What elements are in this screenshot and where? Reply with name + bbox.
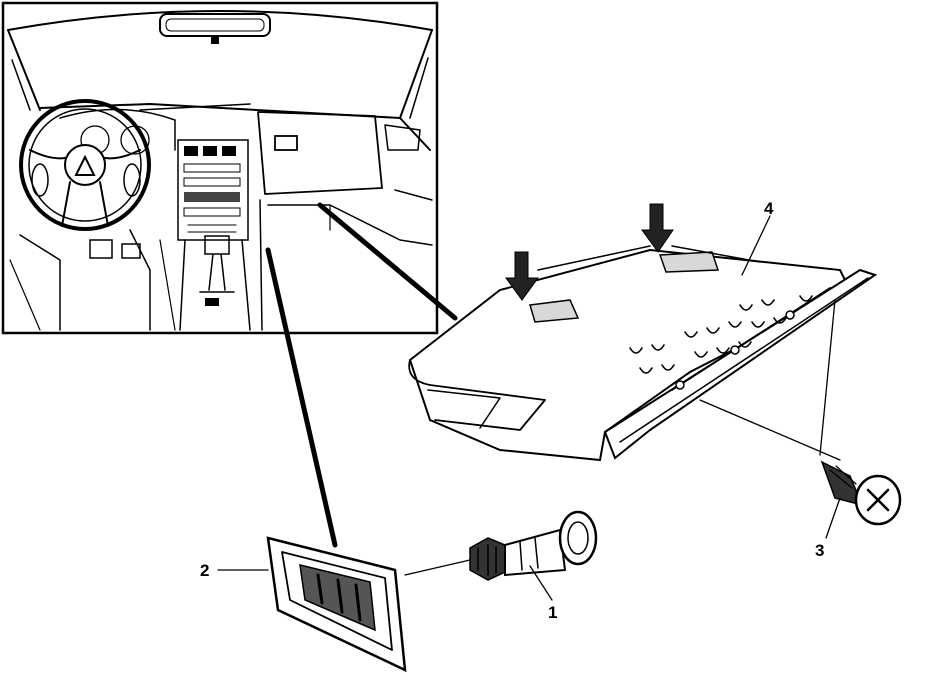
callout-4: 4 bbox=[741, 199, 774, 276]
callout-3: 3 bbox=[815, 497, 841, 560]
attachment-pad bbox=[529, 299, 580, 323]
center-stack-controls bbox=[183, 146, 241, 233]
leader-line-to-trim bbox=[265, 247, 338, 548]
screw bbox=[820, 460, 902, 526]
callout-label-2: 2 bbox=[200, 561, 209, 580]
lock-cylinder bbox=[469, 510, 598, 581]
callout-label-3: 3 bbox=[815, 541, 824, 560]
trim-bezel bbox=[266, 536, 471, 673]
arrow-down-icon bbox=[641, 203, 674, 253]
callout-label-1: 1 bbox=[548, 603, 557, 622]
vent-slots bbox=[629, 295, 813, 374]
callout-1: 1 bbox=[529, 565, 557, 622]
attachment-pad bbox=[658, 251, 720, 273]
arrow-down-icon bbox=[505, 251, 539, 301]
vehicle-interior-inset bbox=[1, 1, 439, 335]
leader-line-to-glovebox bbox=[317, 202, 458, 321]
callout-label-4: 4 bbox=[764, 199, 774, 218]
glovebox-assembly bbox=[408, 203, 878, 462]
callout-2: 2 bbox=[200, 561, 269, 580]
